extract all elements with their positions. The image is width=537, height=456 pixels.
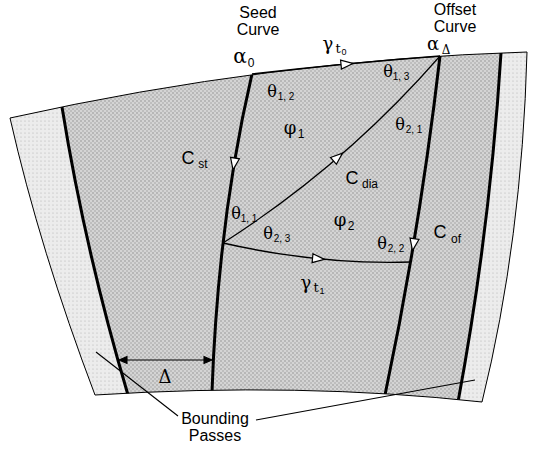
subscript: 1, 3 (393, 72, 410, 83)
dimension-label: Δ (159, 368, 172, 387)
dimension-line (126, 359, 205, 360)
dimension-arrowhead (119, 357, 127, 364)
region-symbol: φ (334, 211, 347, 230)
subscript: 2 (348, 220, 355, 233)
subscript: 2, 3 (274, 234, 291, 245)
subscript: 0 (248, 57, 255, 70)
subscript: of (451, 233, 461, 246)
diagonal-curve (223, 56, 440, 243)
subscript: Δ (442, 44, 451, 57)
seed-curve (212, 74, 252, 392)
angle-symbol: θ (267, 84, 277, 101)
bounding-pass-band (458, 0, 537, 456)
curve-title: Seed Curve (228, 5, 288, 39)
direction-arrow (408, 238, 419, 251)
pass-curve (62, 107, 128, 395)
angle-symbol: θ (383, 64, 393, 81)
curve-symbol: α (427, 35, 439, 54)
subscript: 1 (319, 287, 324, 296)
subscript: st (198, 158, 207, 171)
direction-arrow (229, 157, 240, 170)
angle-symbol: θ (377, 236, 387, 253)
subscript: 1 (298, 128, 305, 141)
direction-arrow (331, 150, 346, 165)
dimension-arrowhead (204, 357, 212, 364)
subscript: 1, 1 (241, 214, 258, 225)
subscript: 1, 2 (278, 92, 295, 103)
surface-outline (10, 52, 527, 402)
curve-symbol: C (182, 149, 195, 168)
curve-symbol: C (434, 223, 447, 242)
subscript: 2, 1 (406, 125, 423, 136)
curve-symbol: γ (323, 35, 334, 54)
curve-symbol: C (346, 169, 359, 188)
bounding-pass-band (0, 100, 128, 456)
subscript: dia (362, 178, 378, 191)
subscript: 0 (341, 48, 346, 57)
angle-symbol: θ (231, 206, 241, 223)
subscript: t (313, 281, 318, 295)
curve-symbol: γ (301, 274, 312, 293)
direction-arrow (312, 254, 325, 264)
leader-line (96, 352, 178, 416)
region-symbol: φ (284, 119, 297, 138)
subscript: 2, 2 (388, 244, 405, 255)
curve-symbol: α (233, 46, 247, 67)
direction-arrow (341, 59, 354, 69)
angle-symbol: θ (395, 117, 405, 134)
angle-symbol: θ (263, 226, 273, 243)
subscript: t (335, 42, 340, 56)
gamma-t0-curve (252, 56, 440, 74)
callout-label: Bounding Passes (175, 411, 255, 445)
leader-line (256, 380, 475, 420)
pass-curve (458, 53, 501, 402)
curve-title: Offset Curve (425, 2, 485, 36)
